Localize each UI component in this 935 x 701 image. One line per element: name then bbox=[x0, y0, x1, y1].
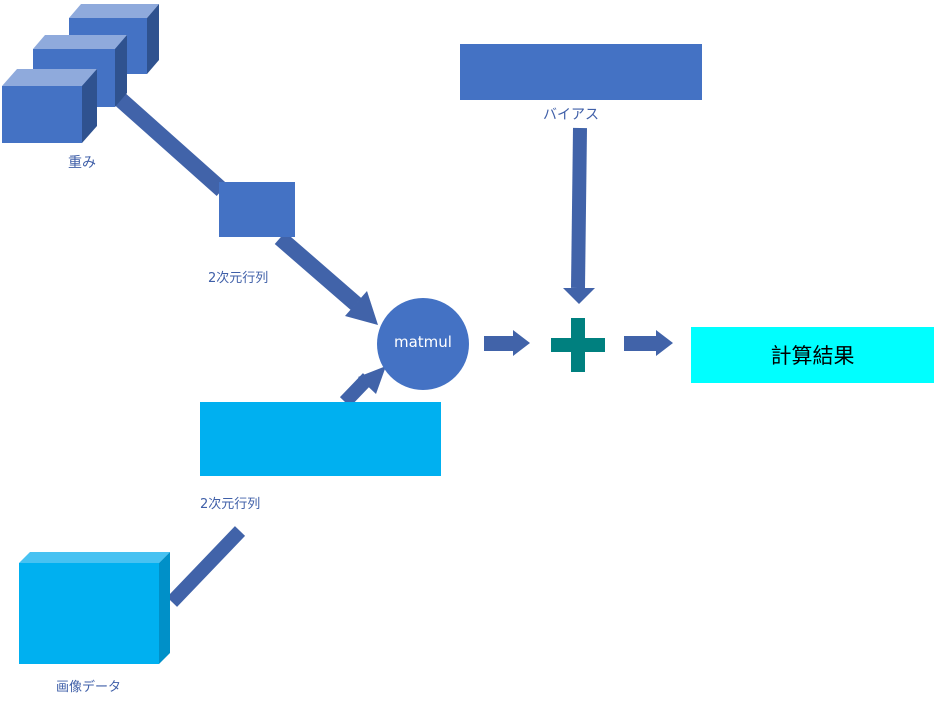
result-box: 計算結果 bbox=[691, 327, 934, 383]
matrix-to-matmul-arrow bbox=[274, 231, 378, 325]
weights-icon bbox=[2, 4, 159, 143]
matmul-to-plus-arrow bbox=[484, 330, 530, 356]
image-data-label: 画像データ bbox=[56, 680, 122, 695]
plus-icon bbox=[551, 318, 605, 372]
image-to-matmul-arrow bbox=[166, 366, 386, 607]
weights-label: 重み bbox=[68, 155, 96, 171]
image-data-icon bbox=[19, 552, 170, 664]
bias-box bbox=[460, 44, 702, 100]
weight-matrix-label: 2次元行列 bbox=[208, 271, 269, 286]
matmul-node bbox=[377, 298, 469, 390]
bias-to-plus-arrow bbox=[563, 127, 595, 304]
image-matrix-box bbox=[200, 402, 441, 476]
weight-matrix-box bbox=[219, 182, 295, 237]
image-matrix-label: 2次元行列 bbox=[200, 497, 261, 512]
plus-to-result-arrow bbox=[624, 330, 673, 356]
weights-to-matrix-arrow bbox=[106, 86, 228, 196]
bias-label: バイアス bbox=[543, 107, 599, 123]
weight-cube-front bbox=[2, 69, 97, 143]
result-label: 計算結果 bbox=[770, 344, 855, 368]
matmul-label: matmul bbox=[394, 333, 452, 351]
